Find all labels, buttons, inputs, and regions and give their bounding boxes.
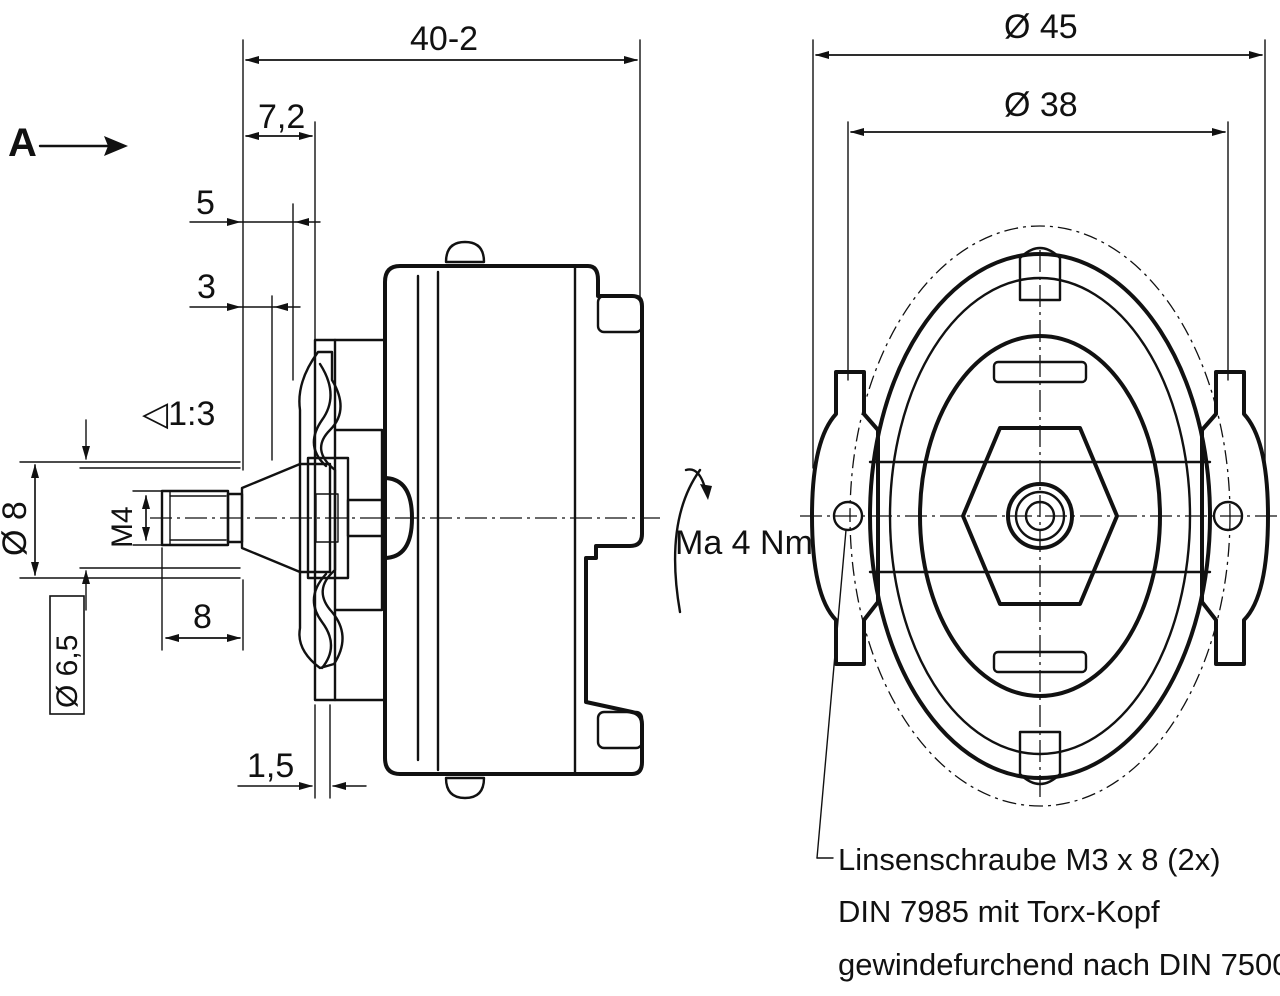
screw-head-side [382, 476, 414, 560]
housing-lug-bottom [596, 710, 644, 750]
flange-step [333, 428, 384, 612]
view-letter: A [8, 121, 37, 165]
spring-wave [312, 572, 333, 670]
dim-shaft-len: 8 [193, 598, 212, 636]
slot-bottom [992, 650, 1088, 674]
front-view-body [800, 225, 1278, 807]
dim-hole-circle: Ø 38 [1004, 86, 1078, 124]
dim-5: 5 [196, 184, 215, 222]
dim-boxed-dia: Ø 6,5 [51, 635, 84, 708]
torque-label: Ma 4 Nm [675, 524, 813, 562]
motor-housing [383, 264, 644, 776]
flange-plate [313, 338, 337, 702]
bearing-outer [1006, 482, 1074, 550]
notch-bottom [1018, 730, 1062, 786]
mounting-lug-right [1200, 370, 1270, 666]
screw-note-line2: DIN 7985 mit Torx-Kopf [838, 894, 1160, 929]
dim-thickness: 1,5 [247, 747, 294, 785]
screw-hole-left [832, 500, 864, 532]
housing-screw-bottom [444, 776, 486, 800]
screw-hole-right [1212, 500, 1244, 532]
screw-note-line1: Linsenschraube M3 x 8 (2x) [838, 842, 1221, 877]
mounting-lug-left [810, 370, 880, 666]
screw-note-line3: gewindefurchend nach DIN 7500 [838, 947, 1280, 982]
dim-outer-dia: Ø 45 [1004, 8, 1078, 46]
slot-top [992, 360, 1088, 384]
front-view-dimensions: Ø 45 Ø 38 [812, 8, 1266, 469]
side-view-dimensions: 40-2 7,2 5 3 ◁1:3 Ø 8 Ø 6,5 [0, 20, 641, 799]
dim-3: 3 [197, 268, 216, 306]
dim-overall-length: 40-2 [410, 20, 478, 58]
screw-note: Linsenschraube M3 x 8 (2x) DIN 7985 mit … [816, 529, 1280, 982]
leader-line [816, 529, 847, 859]
inner-ring [918, 334, 1162, 698]
view-marker-a: A [8, 121, 128, 165]
dim-taper: ◁1:3 [142, 395, 215, 433]
boxed-dim-frame [49, 595, 85, 715]
torque-arrow-head [700, 484, 712, 500]
outer-ring-inner [888, 276, 1192, 756]
spring-wave [312, 362, 332, 468]
housing-screw-top [444, 240, 486, 264]
torque-indicator: Ma 4 Nm [673, 468, 813, 614]
outer-ring [868, 252, 1212, 780]
spring-clip [298, 350, 344, 670]
dim-shaft-dia: Ø 8 [0, 501, 34, 556]
torque-arc [673, 468, 702, 614]
hex-nut [961, 426, 1119, 606]
bearing-mid [1014, 490, 1066, 542]
housing-lug-top [596, 294, 644, 334]
dim-thread: M4 [106, 506, 139, 548]
bearing-bore [1024, 500, 1056, 532]
pitch-circle [849, 225, 1231, 807]
side-view-body [150, 240, 660, 800]
view-arrow-head [104, 136, 128, 156]
dim-flange-offset: 7,2 [258, 98, 305, 136]
notch-top [1018, 246, 1062, 302]
